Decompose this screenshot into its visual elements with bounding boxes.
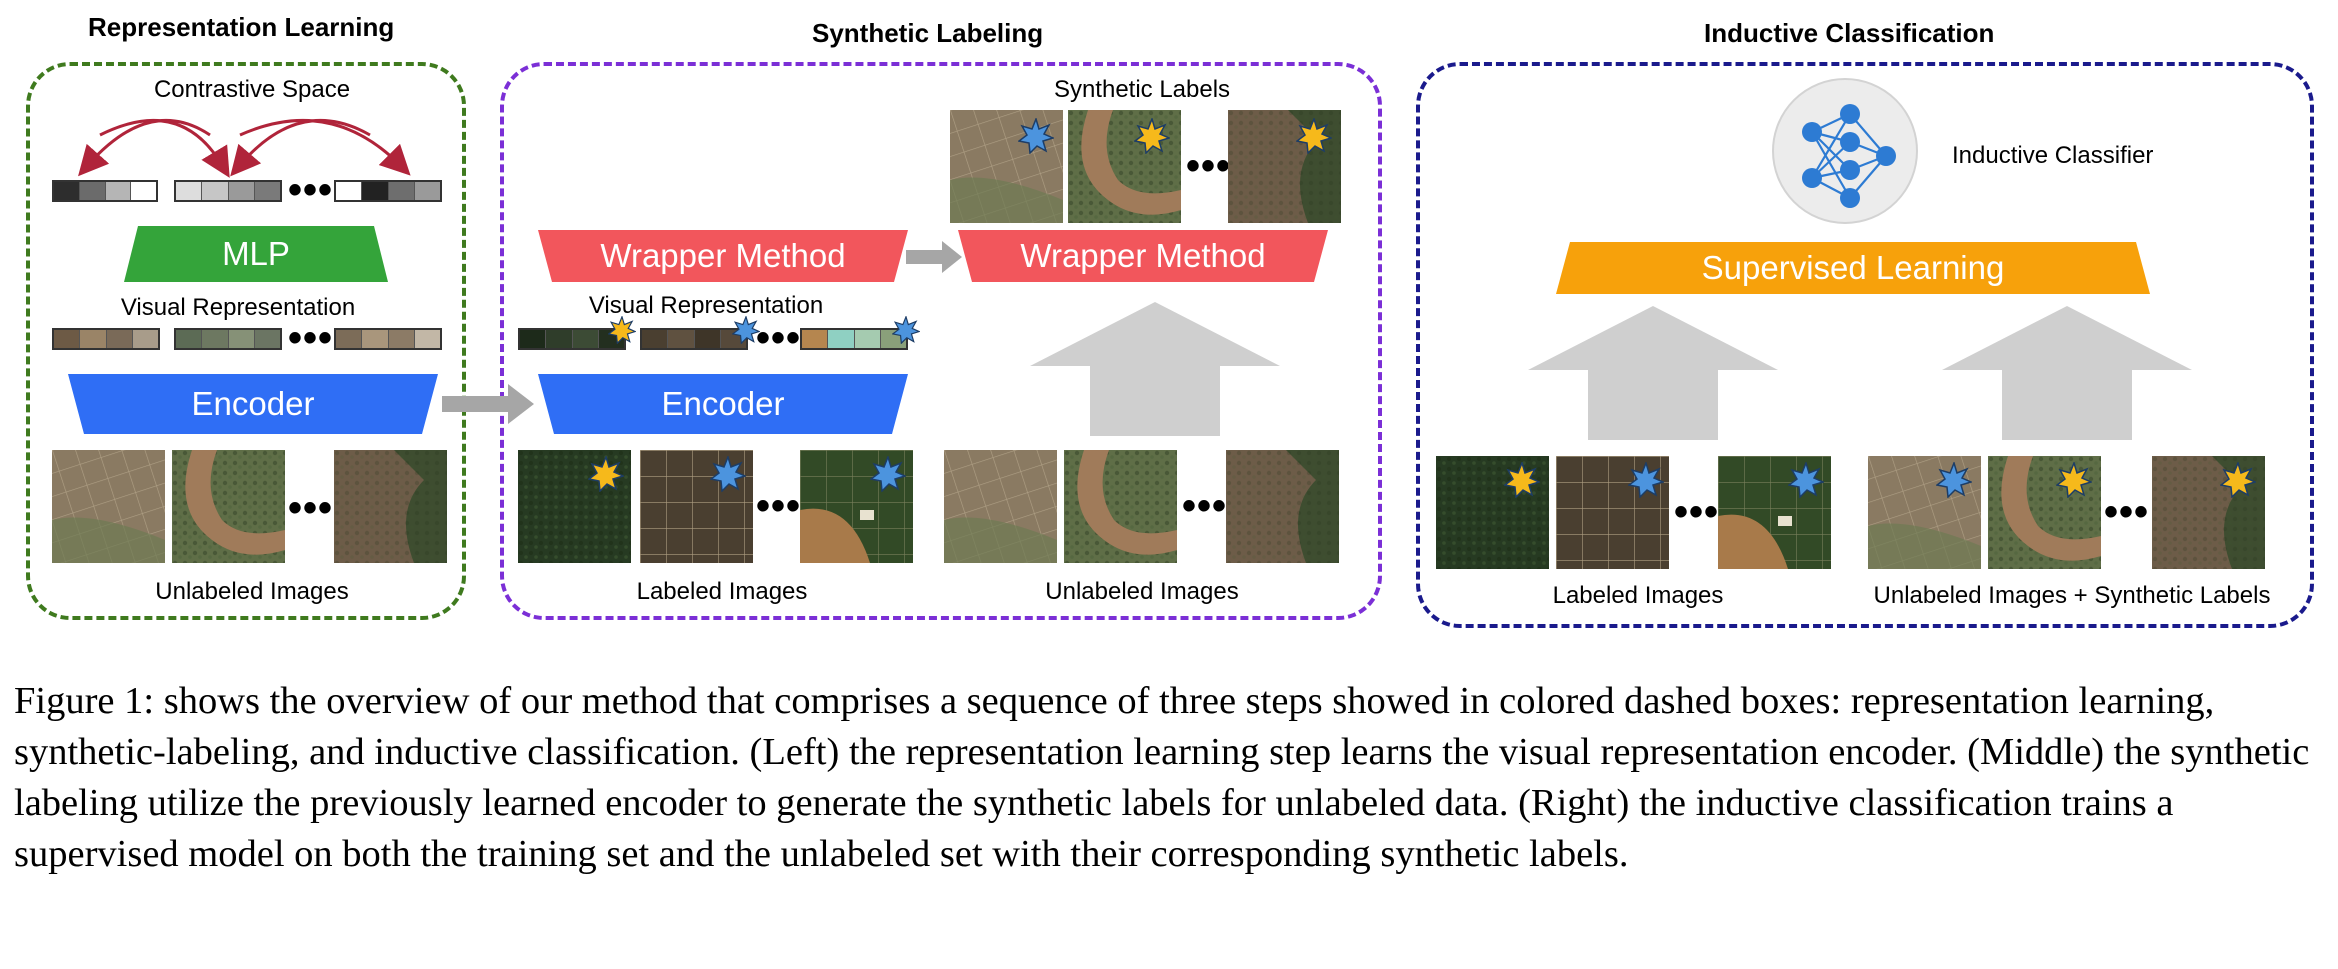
neural-network-icon bbox=[1772, 78, 1918, 224]
star-badge-icon bbox=[2056, 462, 2092, 498]
contrastive-vector-3 bbox=[334, 180, 442, 202]
gray-arrow-right-icon bbox=[906, 241, 962, 273]
labeled-image-forest bbox=[518, 450, 631, 563]
visual-vector-2 bbox=[174, 328, 282, 350]
satellite-image-plantation bbox=[52, 450, 165, 563]
visual-vector-3 bbox=[334, 328, 442, 350]
gray-arrow-up-icon bbox=[1528, 306, 1778, 440]
unlabeled-images-label-middle: Unlabeled Images bbox=[1045, 578, 1239, 605]
satellite-image-cleared bbox=[1226, 450, 1339, 563]
encoder-label-middle: Encoder bbox=[661, 385, 785, 422]
labeled-images-label-right: Labeled Images bbox=[1552, 582, 1724, 609]
star-badge-icon bbox=[892, 316, 920, 344]
ellipsis: ••• bbox=[756, 484, 802, 528]
star-badge-icon bbox=[1296, 118, 1332, 154]
visual-representation-label: Visual Representation bbox=[120, 294, 356, 321]
star-badge-icon bbox=[1628, 462, 1664, 498]
synthetic-labeling-box bbox=[500, 62, 1382, 620]
star-badge-icon bbox=[1936, 462, 1972, 498]
contrastive-space-label: Contrastive Space bbox=[153, 76, 351, 103]
representation-learning-title: Representation Learning bbox=[88, 12, 395, 42]
visual-representation-label-middle: Visual Representation bbox=[588, 292, 824, 319]
star-badge-icon bbox=[588, 456, 624, 492]
contrastive-vector-1 bbox=[52, 180, 158, 202]
contrastive-vector-2 bbox=[174, 180, 282, 202]
mlp-label: MLP bbox=[222, 235, 290, 272]
contrastive-arrows bbox=[78, 118, 411, 178]
star-badge-icon bbox=[870, 456, 906, 492]
wrapper-method-block-right: Wrapper Method bbox=[958, 230, 1328, 282]
ellipsis: ••• bbox=[288, 316, 334, 360]
star-badge-icon bbox=[710, 456, 746, 492]
gray-arrow-right-icon bbox=[442, 384, 534, 424]
visual-vector-1 bbox=[52, 328, 160, 350]
star-badge-icon bbox=[732, 316, 760, 344]
gray-arrow-up-icon bbox=[1942, 306, 2192, 440]
ellipsis: ••• bbox=[2104, 490, 2150, 534]
synthetic-labels-label: Synthetic Labels bbox=[1053, 76, 1231, 103]
satellite-image-river bbox=[172, 450, 285, 563]
supervised-learning-label: Supervised Learning bbox=[1701, 249, 2005, 286]
satellite-image-cleared bbox=[2152, 456, 2265, 569]
unlabeled-synthetic-label-right: Unlabeled Images + Synthetic Labels bbox=[1873, 582, 2271, 609]
inductive-classification-box bbox=[1416, 62, 2314, 628]
wrapper-method-block-left: Wrapper Method bbox=[538, 230, 908, 282]
ellipsis: ••• bbox=[288, 168, 334, 212]
inductive-classification-title: Inductive Classification bbox=[1704, 18, 1995, 48]
labeled-images-label-middle: Labeled Images bbox=[636, 578, 808, 605]
star-badge-icon bbox=[1134, 118, 1170, 154]
ellipsis: ••• bbox=[1674, 490, 1720, 534]
ellipsis: ••• bbox=[756, 316, 802, 360]
ellipsis: ••• bbox=[1182, 484, 1228, 528]
figure-caption: Figure 1: shows the overview of our meth… bbox=[14, 680, 2310, 875]
star-badge-icon bbox=[608, 316, 636, 344]
star-badge-icon bbox=[1788, 462, 1824, 498]
encoder-label-left: Encoder bbox=[191, 385, 315, 422]
satellite-image-plantation bbox=[944, 450, 1057, 563]
wrapper-method-label-left: Wrapper Method bbox=[600, 237, 846, 274]
satellite-image-river bbox=[1064, 450, 1177, 563]
encoder-block-left: Encoder bbox=[68, 374, 438, 434]
star-badge-icon bbox=[1504, 462, 1540, 498]
ellipsis: ••• bbox=[1186, 144, 1232, 188]
unlabeled-images-label-left: Unlabeled Images bbox=[155, 578, 349, 605]
star-badge-icon bbox=[1018, 118, 1054, 154]
labeled-image-fields bbox=[1556, 456, 1669, 569]
mlp-block: MLP bbox=[124, 226, 388, 282]
synthetic-labeling-title: Synthetic Labeling bbox=[812, 18, 1044, 48]
gray-arrow-up-icon bbox=[1030, 302, 1280, 436]
ellipsis: ••• bbox=[288, 486, 334, 530]
wrapper-method-label-right: Wrapper Method bbox=[1020, 237, 1266, 274]
inductive-classifier-label: Inductive Classifier bbox=[1952, 142, 2154, 169]
star-badge-icon bbox=[2220, 462, 2256, 498]
supervised-learning-block: Supervised Learning bbox=[1556, 242, 2150, 294]
encoder-block-middle: Encoder bbox=[538, 374, 908, 434]
satellite-image-cleared bbox=[334, 450, 447, 563]
representation-learning-box bbox=[26, 62, 466, 620]
